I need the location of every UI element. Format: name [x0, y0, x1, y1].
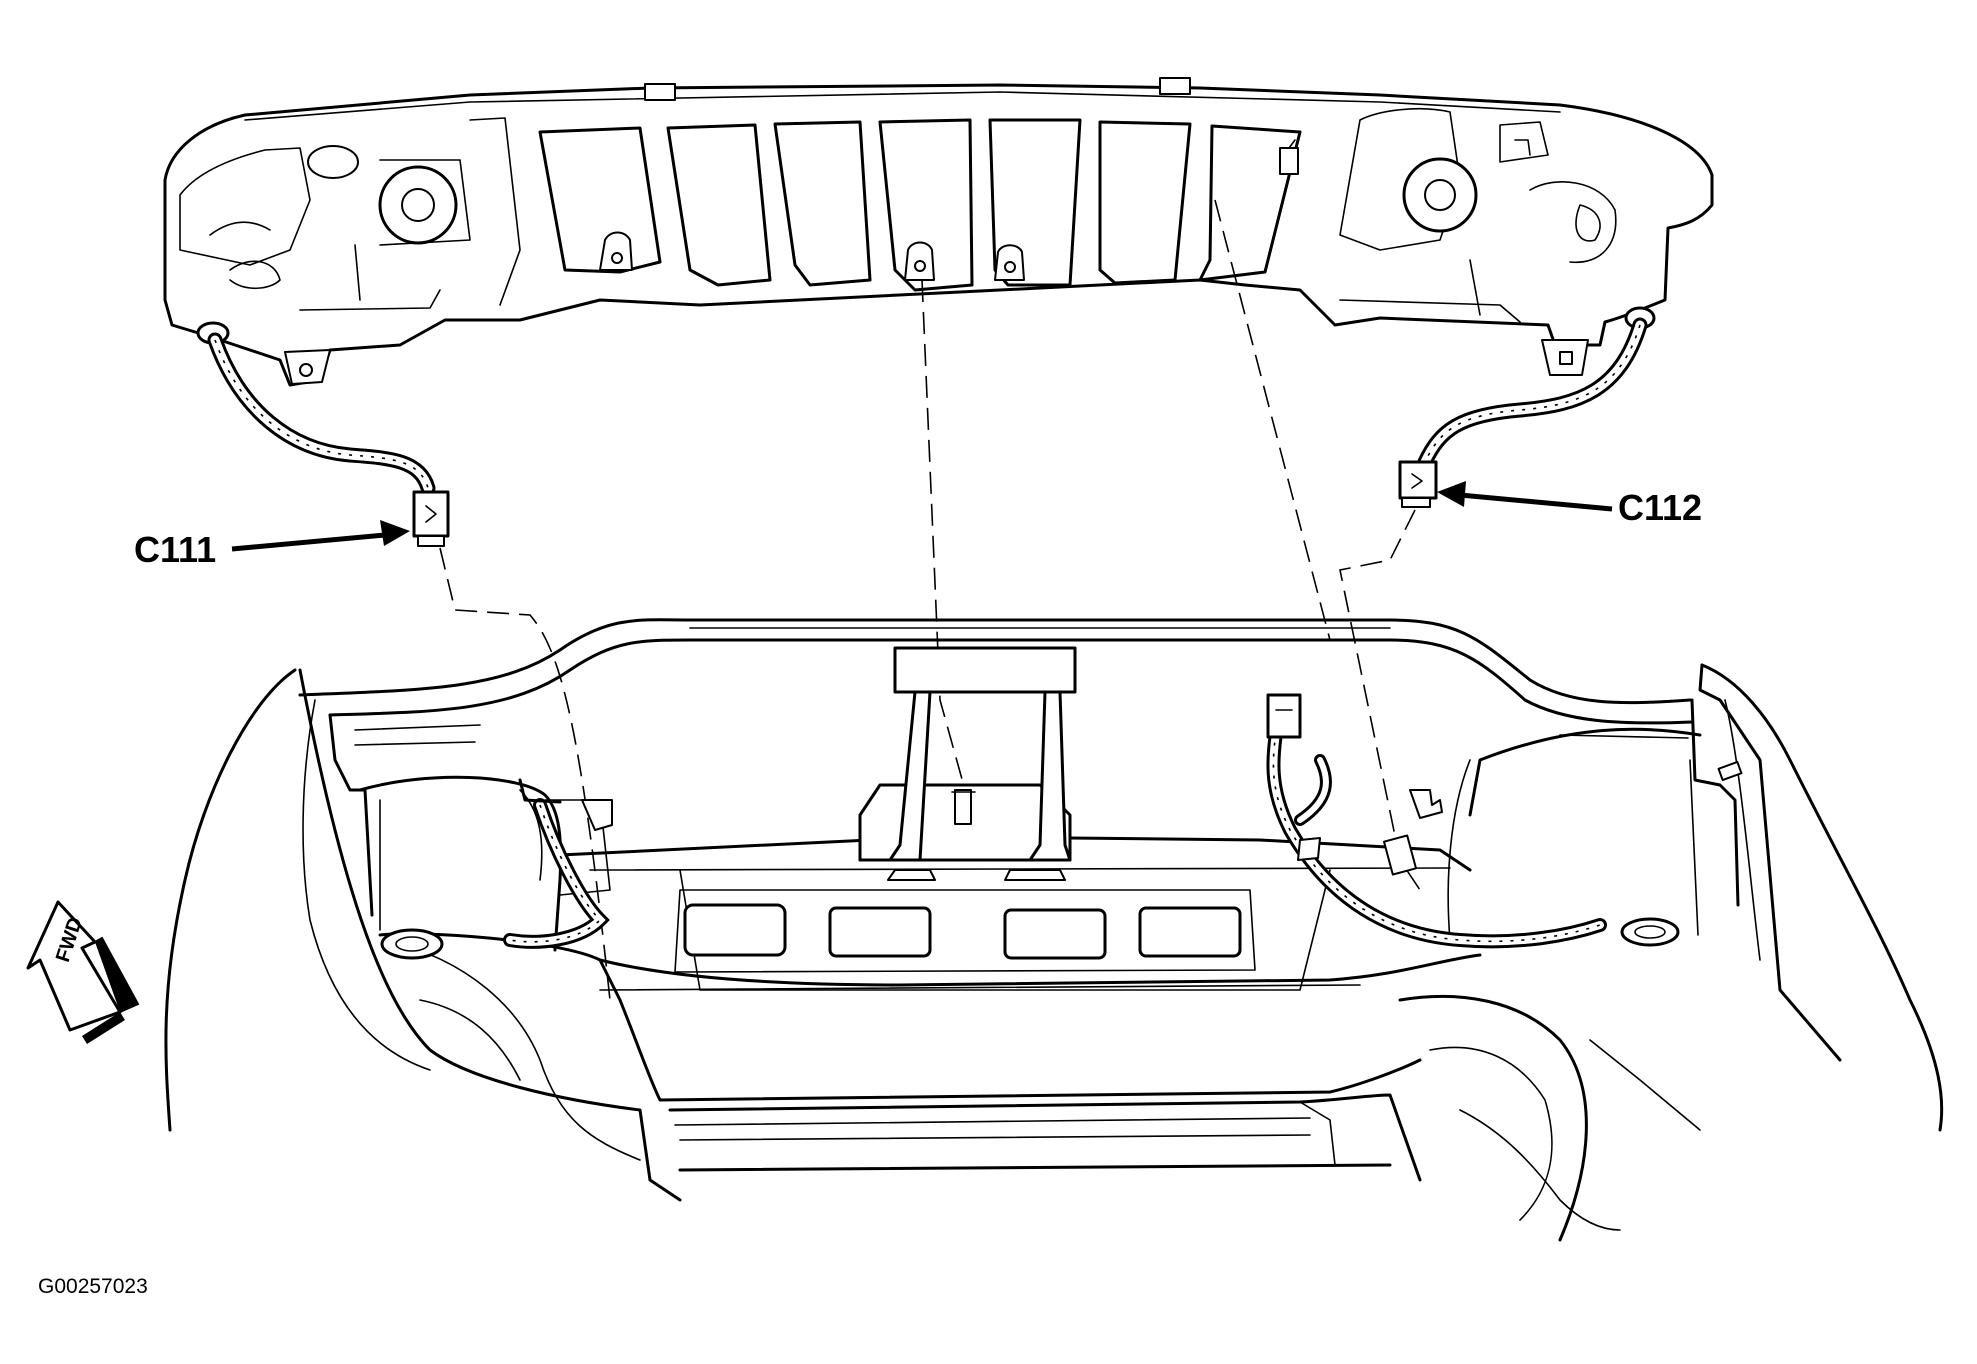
figure-id: G00257023 [38, 1275, 148, 1298]
c112-connector [1398, 460, 1438, 500]
alignment-lines [439, 199, 1421, 1001]
c111-callout-label: C111 [134, 529, 217, 570]
c112-callout-label: C112 [1618, 487, 1703, 528]
bumper-fascia [163, 77, 1714, 387]
c111-arrow [231, 520, 410, 552]
vehicle-side-connector [1266, 693, 1302, 739]
harness-left-lead [207, 332, 450, 547]
c112-arrow [1437, 481, 1613, 512]
harness-right-lead [1398, 317, 1648, 508]
fwd-arrow-icon [26, 900, 140, 1044]
vehicle-front-structure [164, 618, 1944, 1242]
c111-connector [412, 490, 450, 538]
